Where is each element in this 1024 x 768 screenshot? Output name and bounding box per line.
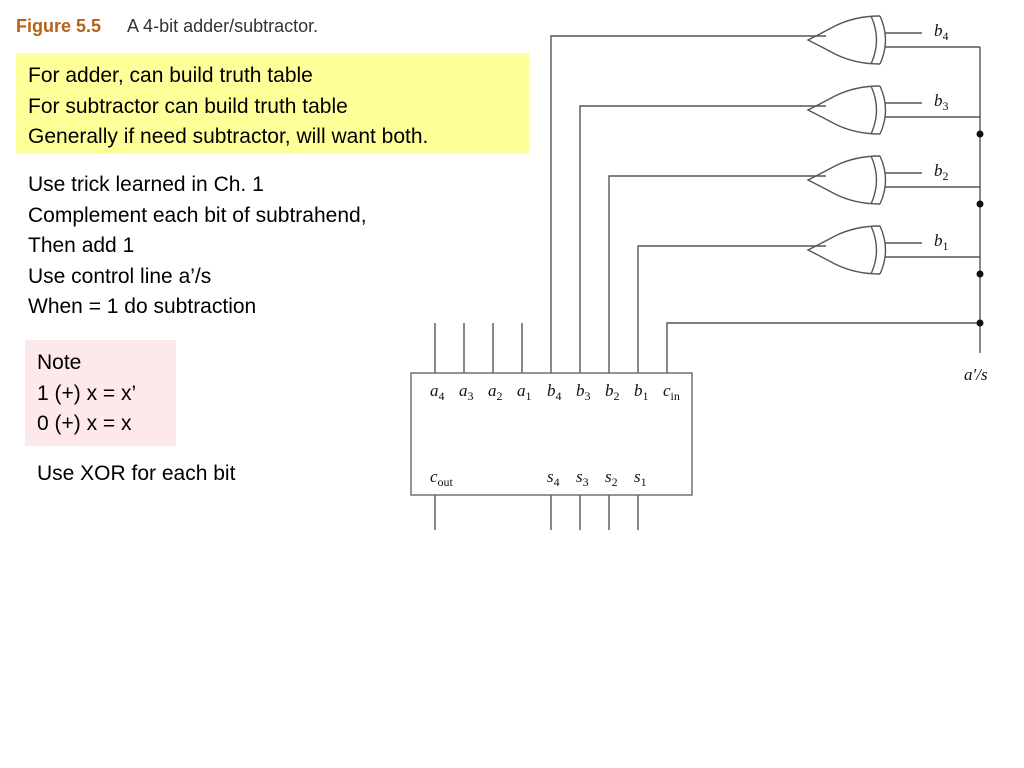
figure-caption: Figure 5.5 A 4-bit adder/subtractor. [16,16,318,37]
adder-output-label: cout [430,467,454,489]
explanation-line: Complement each bit of subtrahend, [28,203,367,227]
explanation-line: Then add 1 [28,234,135,257]
b-input-wire [550,35,826,373]
adder-input-label: a2 [488,381,503,403]
gate-output-label: b3 [934,91,949,113]
b-input-wire [579,105,826,373]
adder-block-rect [410,372,693,496]
adder-input-label: a3 [459,381,474,403]
figure-description: A 4-bit adder/subtractor. [127,16,319,36]
explanation-line: When = 1 do subtraction [28,295,257,318]
control-label: a′/s [964,365,988,384]
adder-input-label: cin [663,381,680,403]
note-line: 0 (+) x = x [37,412,132,435]
xor-gate [806,225,887,275]
xor-gate [806,15,887,65]
gate-output-label: b1 [934,231,949,253]
gate-output-label: b4 [934,21,949,43]
b-input-wire [608,175,826,373]
highlight-box: For adder, can build truth table For sub… [16,53,529,154]
adder-output-label: s3 [576,467,589,489]
adder-input-label: b1 [634,381,649,403]
highlight-line: For subtractor can build truth table [28,94,348,118]
adder-input-label: a1 [517,381,532,403]
carry-in-wire [666,322,980,373]
gate-output-label: b2 [934,161,949,183]
junction-dot [976,270,984,278]
adder-output-label: s2 [605,467,618,489]
figure-number: Figure 5.5 [16,16,102,36]
adder-output-label: s1 [634,467,647,489]
highlight-line: For adder, can build truth table [28,64,313,87]
adder-block [410,372,693,496]
diagram-labels: b4 b3 b2 b1 a′/s a4 a3 a2 a1 b4 b3 b2 b1 cin cout s4 s3 s… [430,21,988,489]
note-box: Note 1 (+) x = x’ 0 (+) x = x [25,340,176,446]
adder-input-label: b2 [605,381,620,403]
note-line: 1 (+) x = x’ [37,381,137,405]
adder-output-label: s4 [547,467,560,489]
xor-gates [806,15,887,275]
explanation-line: Use trick learned in Ch. 1 [28,173,264,196]
adder-input-label: b4 [547,381,562,403]
xor-text: Use XOR for each bit [37,462,236,485]
junction-dot [976,319,984,327]
junction-dot [976,200,984,208]
explanation-text: Use trick learned in Ch. 1 Complement ea… [28,170,367,323]
highlight-line: Generally if need subtractor, will want … [28,125,429,148]
xor-gate [806,155,887,205]
xor-gate [806,85,887,135]
adder-input-label: b3 [576,381,591,403]
b-input-wire [637,245,826,373]
wires [434,32,984,530]
explanation-line: Use control line a’/s [28,264,212,288]
adder-input-label: a4 [430,381,445,403]
note-line: Note [37,351,82,374]
junction-dot [976,130,984,138]
